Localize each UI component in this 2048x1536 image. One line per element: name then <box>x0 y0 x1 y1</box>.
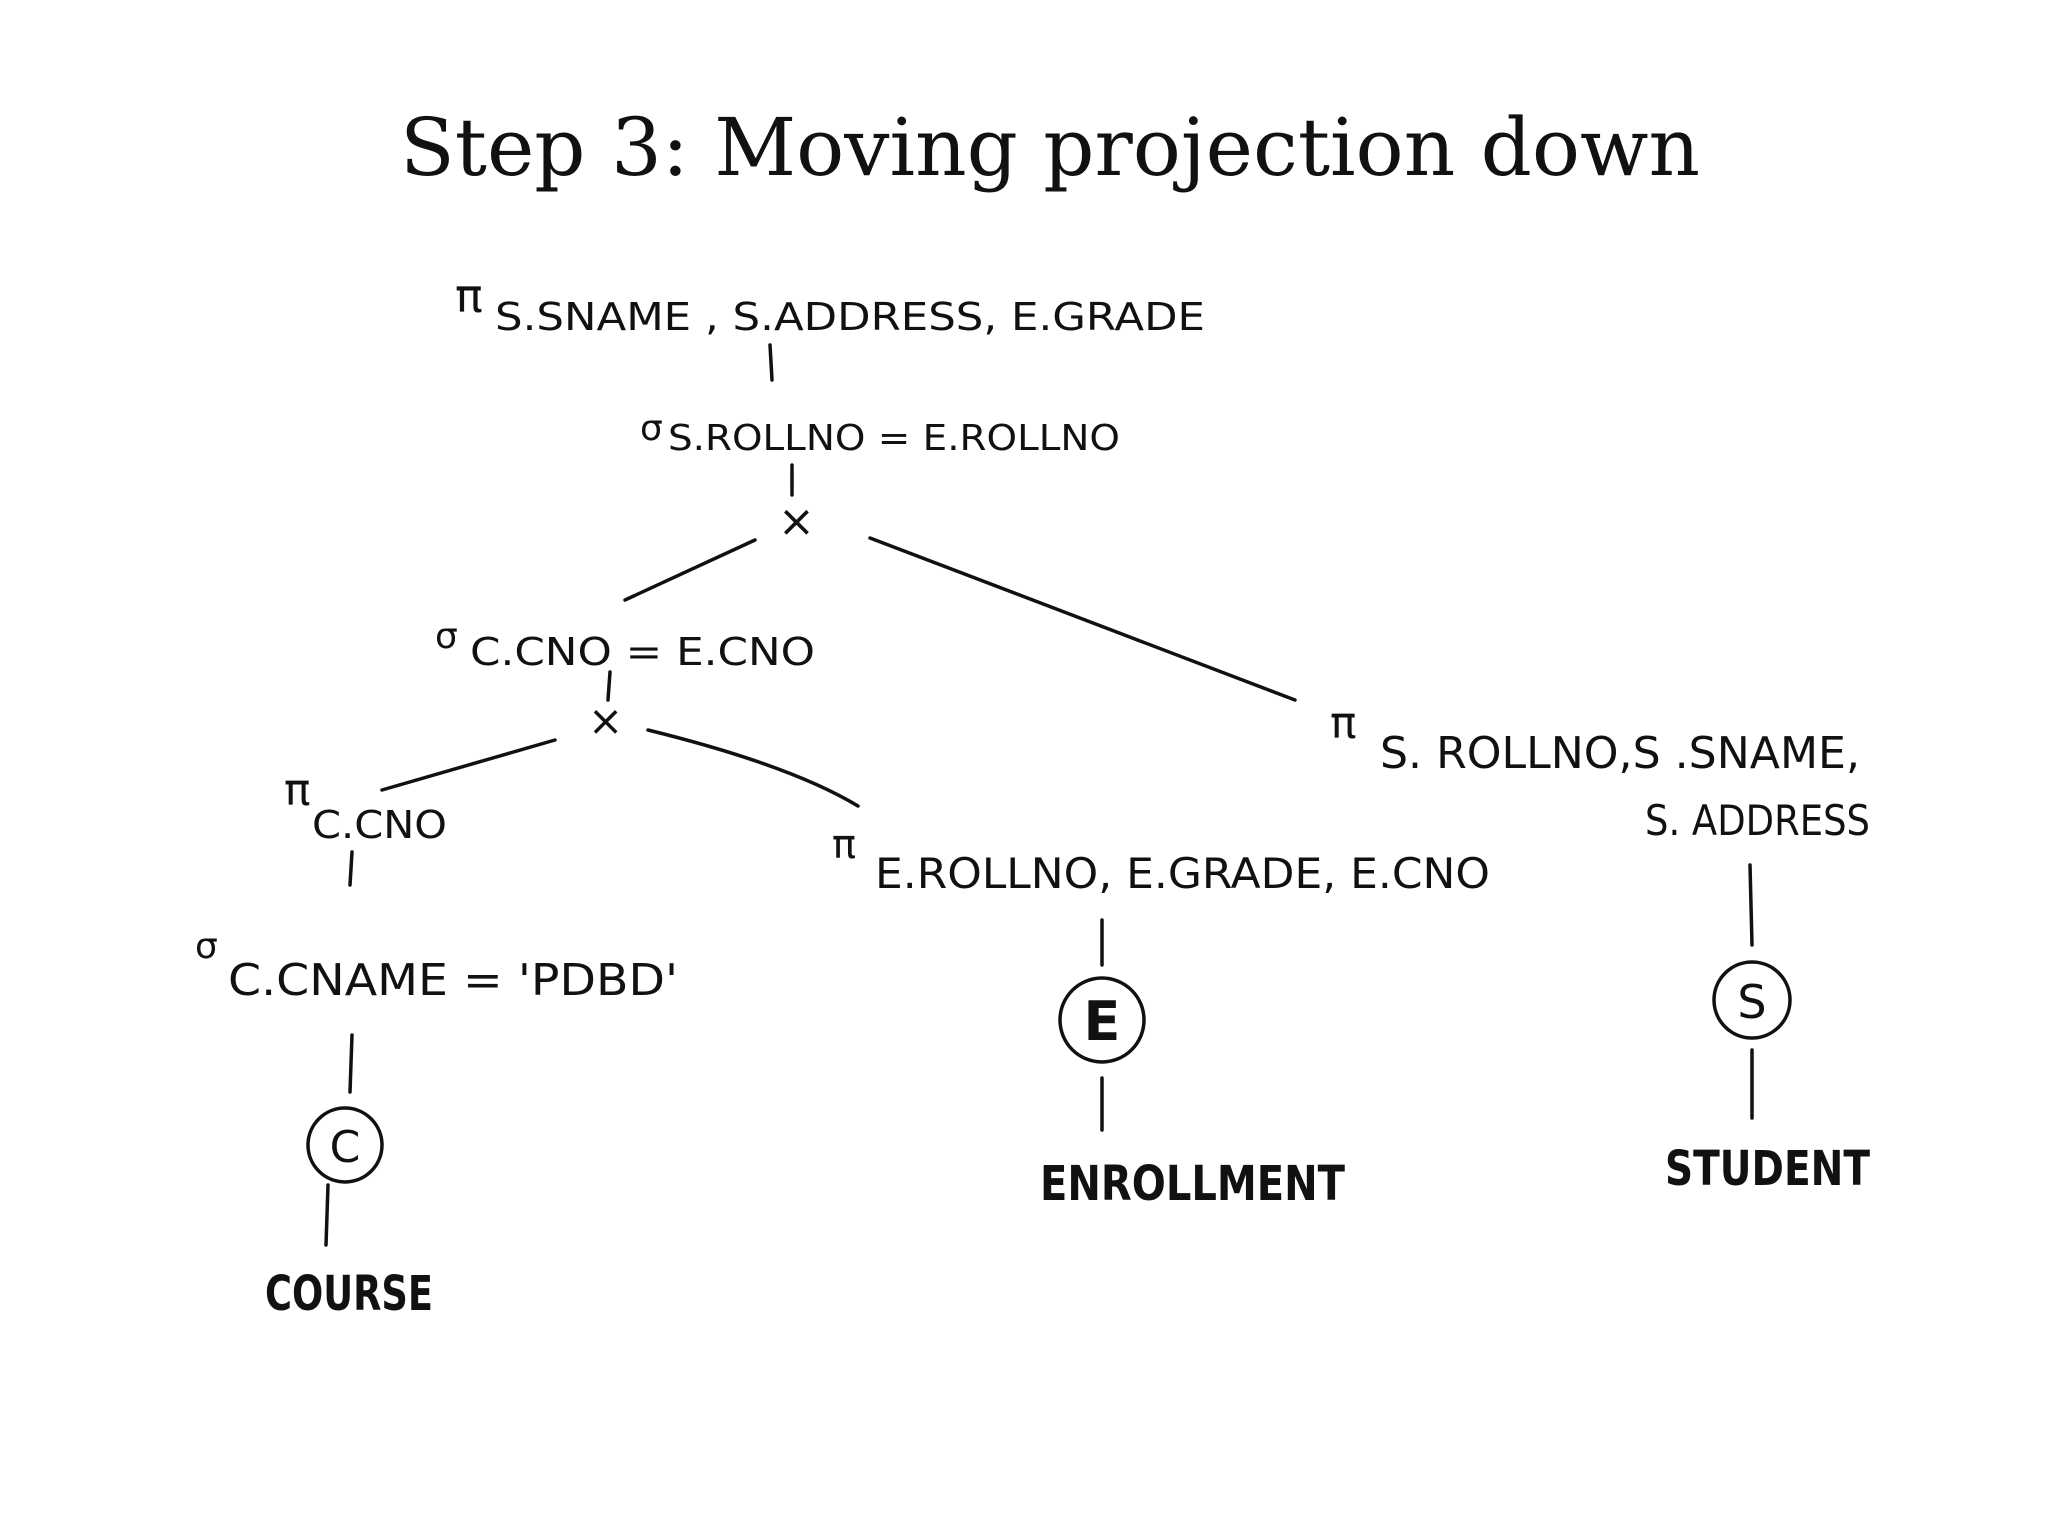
enrollment-relation-letter: E <box>1084 990 1121 1053</box>
edge-product-to-left-selection <box>623 538 757 602</box>
student-relation-node: S STUDENT <box>1665 960 1870 1197</box>
left-cartesian-product: × <box>588 696 623 745</box>
left-selection-symbol: σ <box>435 616 458 657</box>
student-relation-circle <box>1712 960 1792 1040</box>
course-projection-node: π C.CNO <box>284 765 447 847</box>
student-projection-node: π S. ROLLNO,S .SNAME, S. ADDRESS <box>1330 698 1870 845</box>
edge-left-selection-to-product <box>606 670 612 702</box>
enrollment-relation-name: ENROLLMENT <box>1040 1156 1345 1212</box>
course-relation-circle <box>306 1106 384 1184</box>
slide-title: Step 3: Moving projection down <box>400 101 1701 194</box>
edge-course-selection-to-relation <box>348 1033 354 1094</box>
root-projection-node: π S.SNAME , S.ADDRESS, E.GRADE <box>455 269 1205 339</box>
student-relation-letter: S <box>1737 975 1766 1029</box>
tree-edges <box>324 343 1754 1247</box>
course-selection-predicate: C.CNAME = 'PDBD' <box>228 955 678 1006</box>
root-projection-symbol: π <box>455 269 483 323</box>
course-relation-name: COURSE <box>265 1266 433 1322</box>
edge-left-product-to-enrollment-projection <box>646 728 860 808</box>
course-relation-node: C COURSE <box>265 1106 433 1322</box>
student-projection-attributes-line1: S. ROLLNO,S .SNAME, <box>1380 728 1860 779</box>
student-projection-symbol: π <box>1330 698 1357 749</box>
student-relation-name: STUDENT <box>1665 1141 1870 1197</box>
edge-student-projection-to-relation <box>1748 863 1754 947</box>
top-cartesian-product: × <box>778 496 815 547</box>
enrollment-relation-circle <box>1058 976 1146 1064</box>
enrollment-relation-node: E ENROLLMENT <box>1040 976 1345 1212</box>
course-selection-symbol: σ <box>195 926 218 967</box>
course-projection-attributes: C.CNO <box>312 803 447 847</box>
top-selection-node: σ S.ROLLNO = E.ROLLNO <box>640 408 1120 459</box>
edge-product-to-student-projection <box>868 536 1297 702</box>
root-projection-attributes: S.SNAME , S.ADDRESS, E.GRADE <box>495 295 1205 339</box>
edge-course-circle-to-name <box>324 1183 330 1247</box>
top-selection-predicate: S.ROLLNO = E.ROLLNO <box>668 418 1120 459</box>
course-relation-letter: C <box>330 1122 361 1173</box>
left-selection-node: σ C.CNO = E.CNO <box>435 616 815 674</box>
left-selection-predicate: C.CNO = E.CNO <box>470 630 815 674</box>
course-projection-symbol: π <box>284 765 311 816</box>
edge-left-product-to-course-projection <box>380 738 557 792</box>
enrollment-projection-node: π E.ROLLNO, E.GRADE, E.CNO <box>832 822 1490 898</box>
course-selection-node: σ C.CNAME = 'PDBD' <box>195 926 678 1006</box>
edge-course-projection-to-selection <box>348 850 354 887</box>
top-selection-symbol: σ <box>640 408 663 449</box>
student-projection-attributes-line2: S. ADDRESS <box>1645 796 1870 845</box>
edge-root-to-selection <box>768 343 774 382</box>
enrollment-projection-symbol: π <box>832 822 856 868</box>
enrollment-projection-attributes: E.ROLLNO, E.GRADE, E.CNO <box>875 849 1490 898</box>
